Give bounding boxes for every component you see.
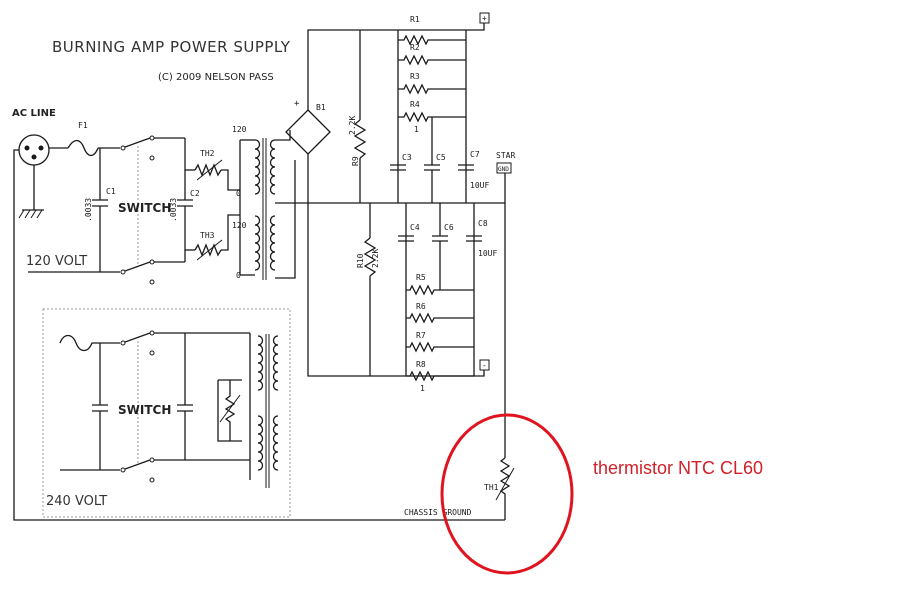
r2-label: R2 [410, 43, 420, 52]
v240-label: 240 VOLT [46, 494, 107, 509]
c1-value: .0033 [84, 198, 93, 222]
c1-label: C1 [106, 187, 116, 196]
r7-label: R7 [416, 331, 426, 340]
ac-inlet-icon [18, 134, 50, 166]
r3-label: R3 [410, 72, 420, 81]
r4-label: R4 [410, 100, 420, 109]
c2-label: C2 [190, 189, 200, 198]
fuse-label: F1 [78, 121, 88, 130]
mains-switch-120[interactable] [120, 135, 155, 285]
vminus-label: - [482, 361, 487, 370]
th1-label: TH1 [484, 483, 499, 492]
v240-box [42, 308, 291, 518]
r1-label: R1 [410, 15, 420, 24]
v120-label: 120 VOLT [26, 254, 87, 269]
bridge-rectifier-icon [285, 109, 331, 155]
ac-line-label: AC LINE [12, 108, 56, 119]
c3-label: C3 [402, 153, 412, 162]
c8-value: 10UF [478, 249, 497, 258]
c8-label: C8 [478, 219, 488, 228]
schematic-title: BURNING AMP POWER SUPPLY [52, 38, 291, 56]
th2-label: TH2 [200, 149, 215, 158]
r6-label: R6 [416, 302, 426, 311]
r5-label: R5 [416, 273, 426, 282]
transformer-120v-icon [239, 138, 276, 280]
bridge-label: B1 [316, 103, 326, 112]
th1-thermistor-icon [499, 457, 511, 520]
r9-resistor-icon [353, 119, 367, 159]
c7-value: 10UF [470, 181, 489, 190]
c4-label: C4 [410, 223, 420, 232]
th2-thermistor-icon [194, 163, 222, 177]
earth-ground-icon [18, 209, 44, 219]
th3-thermistor-icon [194, 243, 222, 257]
resistor-ladder-top [398, 34, 466, 123]
switch-label-120: SWITCH [118, 201, 171, 215]
resistor-ladder-bottom [406, 284, 474, 382]
c2-value: .0033 [169, 198, 178, 222]
r10-label: R10 [356, 253, 365, 268]
transformer-240v-icon [249, 333, 279, 488]
r4-value: 1 [414, 125, 419, 134]
tap-120-top: 120 [232, 125, 247, 134]
fuse-icon [67, 139, 99, 157]
r8-value: 1 [420, 384, 425, 393]
tap-120-bottom: 120 [232, 221, 247, 230]
star-label: STAR [496, 151, 515, 160]
c6-label: C6 [444, 223, 454, 232]
annotation-circle [440, 413, 574, 575]
th3-label: TH3 [200, 231, 215, 240]
vplus-label: + [482, 14, 487, 23]
copyright-text: (C) 2009 NELSON PASS [158, 72, 274, 83]
c5-label: C5 [436, 153, 446, 162]
switch-label-240: SWITCH [118, 403, 171, 417]
annotation-text: thermistor NTC CL60 [593, 458, 763, 478]
r10-resistor-icon [363, 237, 377, 277]
chassis-ground-label: CHASSIS GROUND [404, 508, 472, 517]
r10-value: 2.2K [371, 249, 380, 268]
tap-0-top: 0 [236, 189, 241, 198]
star-gnd-label: GND [498, 166, 509, 173]
tap-0-bottom: 0 [236, 271, 241, 280]
c7-label: C7 [470, 150, 480, 159]
r8-label: R8 [416, 360, 426, 369]
bridge-plus-label: + [294, 99, 300, 109]
r9-label: R9 [351, 156, 360, 166]
r9-value: 2.2K [348, 116, 357, 135]
star-ground-terminal [496, 162, 512, 174]
